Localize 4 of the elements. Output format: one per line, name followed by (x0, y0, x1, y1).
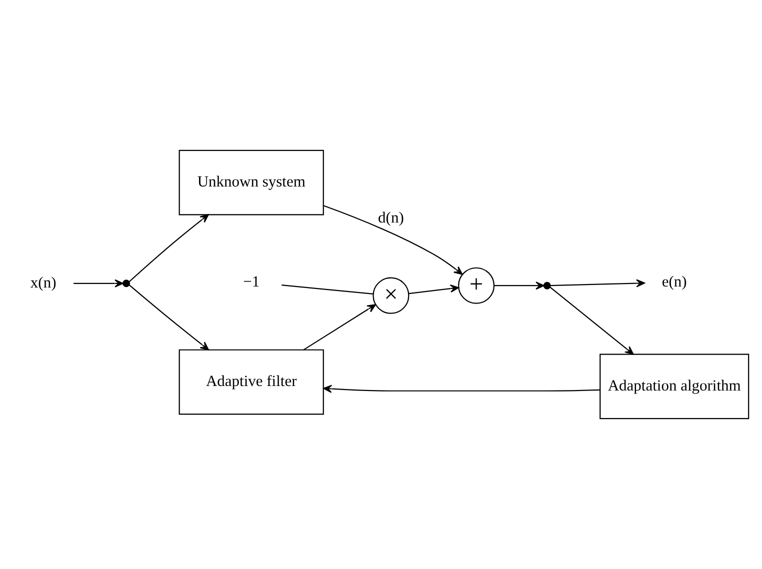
node-text: x(n) (30, 274, 56, 292)
node-text: −1 (243, 273, 260, 290)
node-text: e(n) (662, 273, 687, 290)
edge-label: d(n) (378, 210, 404, 227)
